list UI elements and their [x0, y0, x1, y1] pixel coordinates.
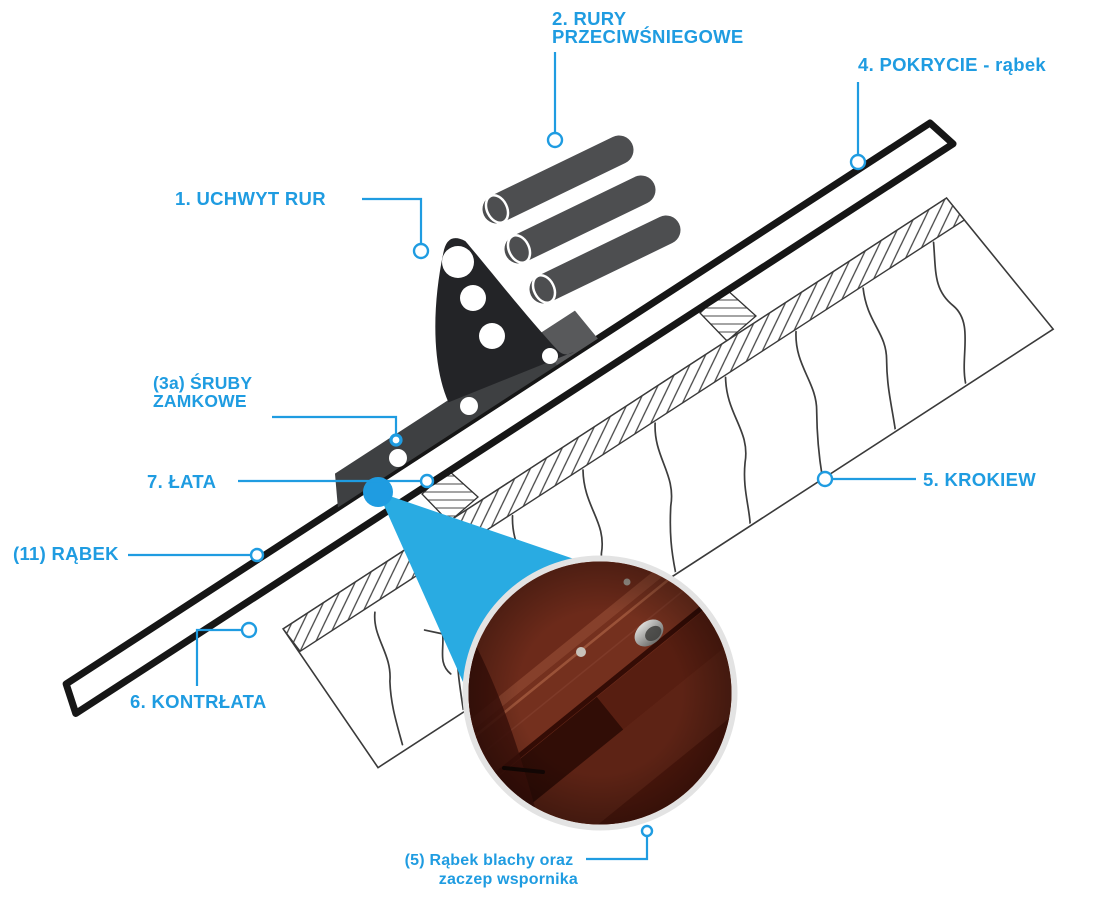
bracket-hole: [460, 397, 478, 415]
leader-dot: [389, 433, 403, 447]
leaders: [128, 52, 916, 861]
label-rafter: 5. KROKIEW: [923, 469, 1036, 490]
label-snow-tubes: 2. RURY PRZECIWŚNIEGOWE: [552, 8, 744, 47]
bracket-gusset: [435, 238, 575, 403]
label-tube-holder: 1. UCHWYT RUR: [175, 188, 326, 209]
leader-dot: [412, 242, 430, 260]
bracket-hole: [442, 246, 474, 278]
snow-tube: [482, 135, 634, 224]
leader-dot: [816, 470, 834, 488]
zoom-origin-dot: [363, 477, 393, 507]
bracket-hole: [460, 285, 486, 311]
leader-dot: [240, 621, 258, 639]
label-batten: 7. ŁATA: [147, 471, 216, 492]
label-lock-bolts: (3a) ŚRUBY ZAMKOWE: [153, 372, 257, 411]
tube-end-cap: [506, 233, 532, 265]
label-photo-caption: (5) Rąbek blachy oraz zaczep wspornika: [405, 852, 578, 888]
leader-dot: [419, 473, 435, 489]
leader-dot: [849, 153, 867, 171]
tube-end-cap: [484, 193, 510, 225]
label-covering: 4. POKRYCIE - rąbek: [858, 54, 1046, 75]
snow-tube: [504, 175, 656, 264]
bracket-holes: [389, 246, 558, 467]
bracket-hole: [389, 449, 407, 467]
leader-dot: [249, 547, 265, 563]
leader-dot: [546, 131, 564, 149]
zoom-wedge: [378, 492, 577, 682]
bracket-hole: [542, 348, 558, 364]
label-seam: (11) RĄBEK: [13, 543, 119, 564]
snow-tubes: [482, 135, 681, 305]
bracket-hole: [479, 323, 505, 349]
leader-dot: [640, 824, 654, 838]
bracket-foot: [334, 340, 557, 508]
tube-bracket: [334, 238, 598, 508]
roof-covering-strip: [62, 119, 957, 717]
tube-end-cap: [531, 273, 557, 305]
snow-tube: [529, 215, 681, 304]
label-counter-batten: 6. KONTRŁATA: [130, 691, 267, 712]
